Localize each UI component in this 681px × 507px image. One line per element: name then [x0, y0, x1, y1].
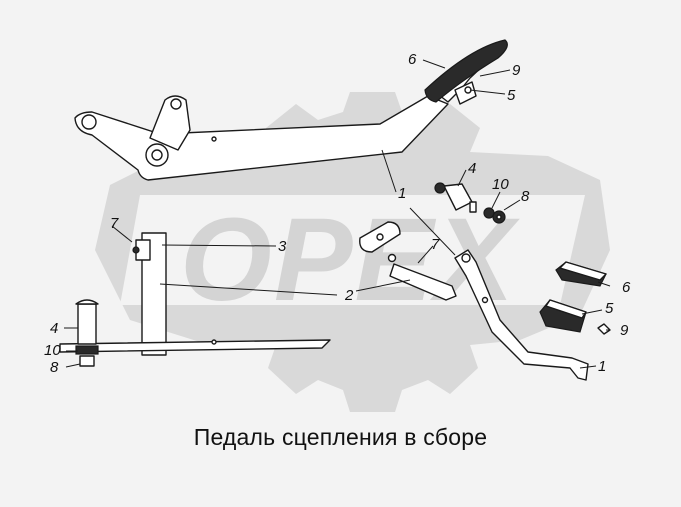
callout-8-mid: 8: [521, 188, 530, 205]
callout-10-mid: 10: [492, 176, 509, 193]
callout-5-right: 5: [605, 300, 614, 317]
callout-1-upper: 1: [398, 185, 406, 202]
callout-9-top: 9: [512, 62, 521, 79]
callout-8-left: 8: [50, 359, 59, 376]
callout-1-lower: 1: [598, 358, 606, 375]
callout-3: 3: [278, 238, 287, 255]
callout-4-mid: 4: [468, 160, 476, 177]
callout-10-left: 10: [44, 342, 61, 359]
callout-9-right: 9: [620, 322, 629, 339]
callout-4-left: 4: [50, 320, 58, 337]
callout-7-mid: 7: [431, 236, 440, 253]
diagram-caption: Педаль сцепления в сборе: [193, 424, 488, 450]
callout-5-top: 5: [507, 87, 516, 104]
lower-pedal-arm: [454, 249, 589, 381]
callout-2: 2: [344, 287, 354, 304]
left-shaft: [59, 232, 331, 367]
callout-7-left: 7: [110, 215, 119, 232]
upper-pedal-pad-group: [424, 39, 508, 105]
callout-labels: 6 9 5 1 4 10 8 7 3 7 2 6 5 9 1 4 10 8: [44, 51, 631, 376]
upper-pedal-arm: [74, 95, 449, 181]
lower-pedal-pad-group: [539, 261, 611, 335]
leader-lines: [64, 59, 611, 369]
callout-6-top: 6: [408, 51, 417, 68]
callout-6-right: 6: [622, 279, 631, 296]
middle-parts: [359, 182, 506, 301]
